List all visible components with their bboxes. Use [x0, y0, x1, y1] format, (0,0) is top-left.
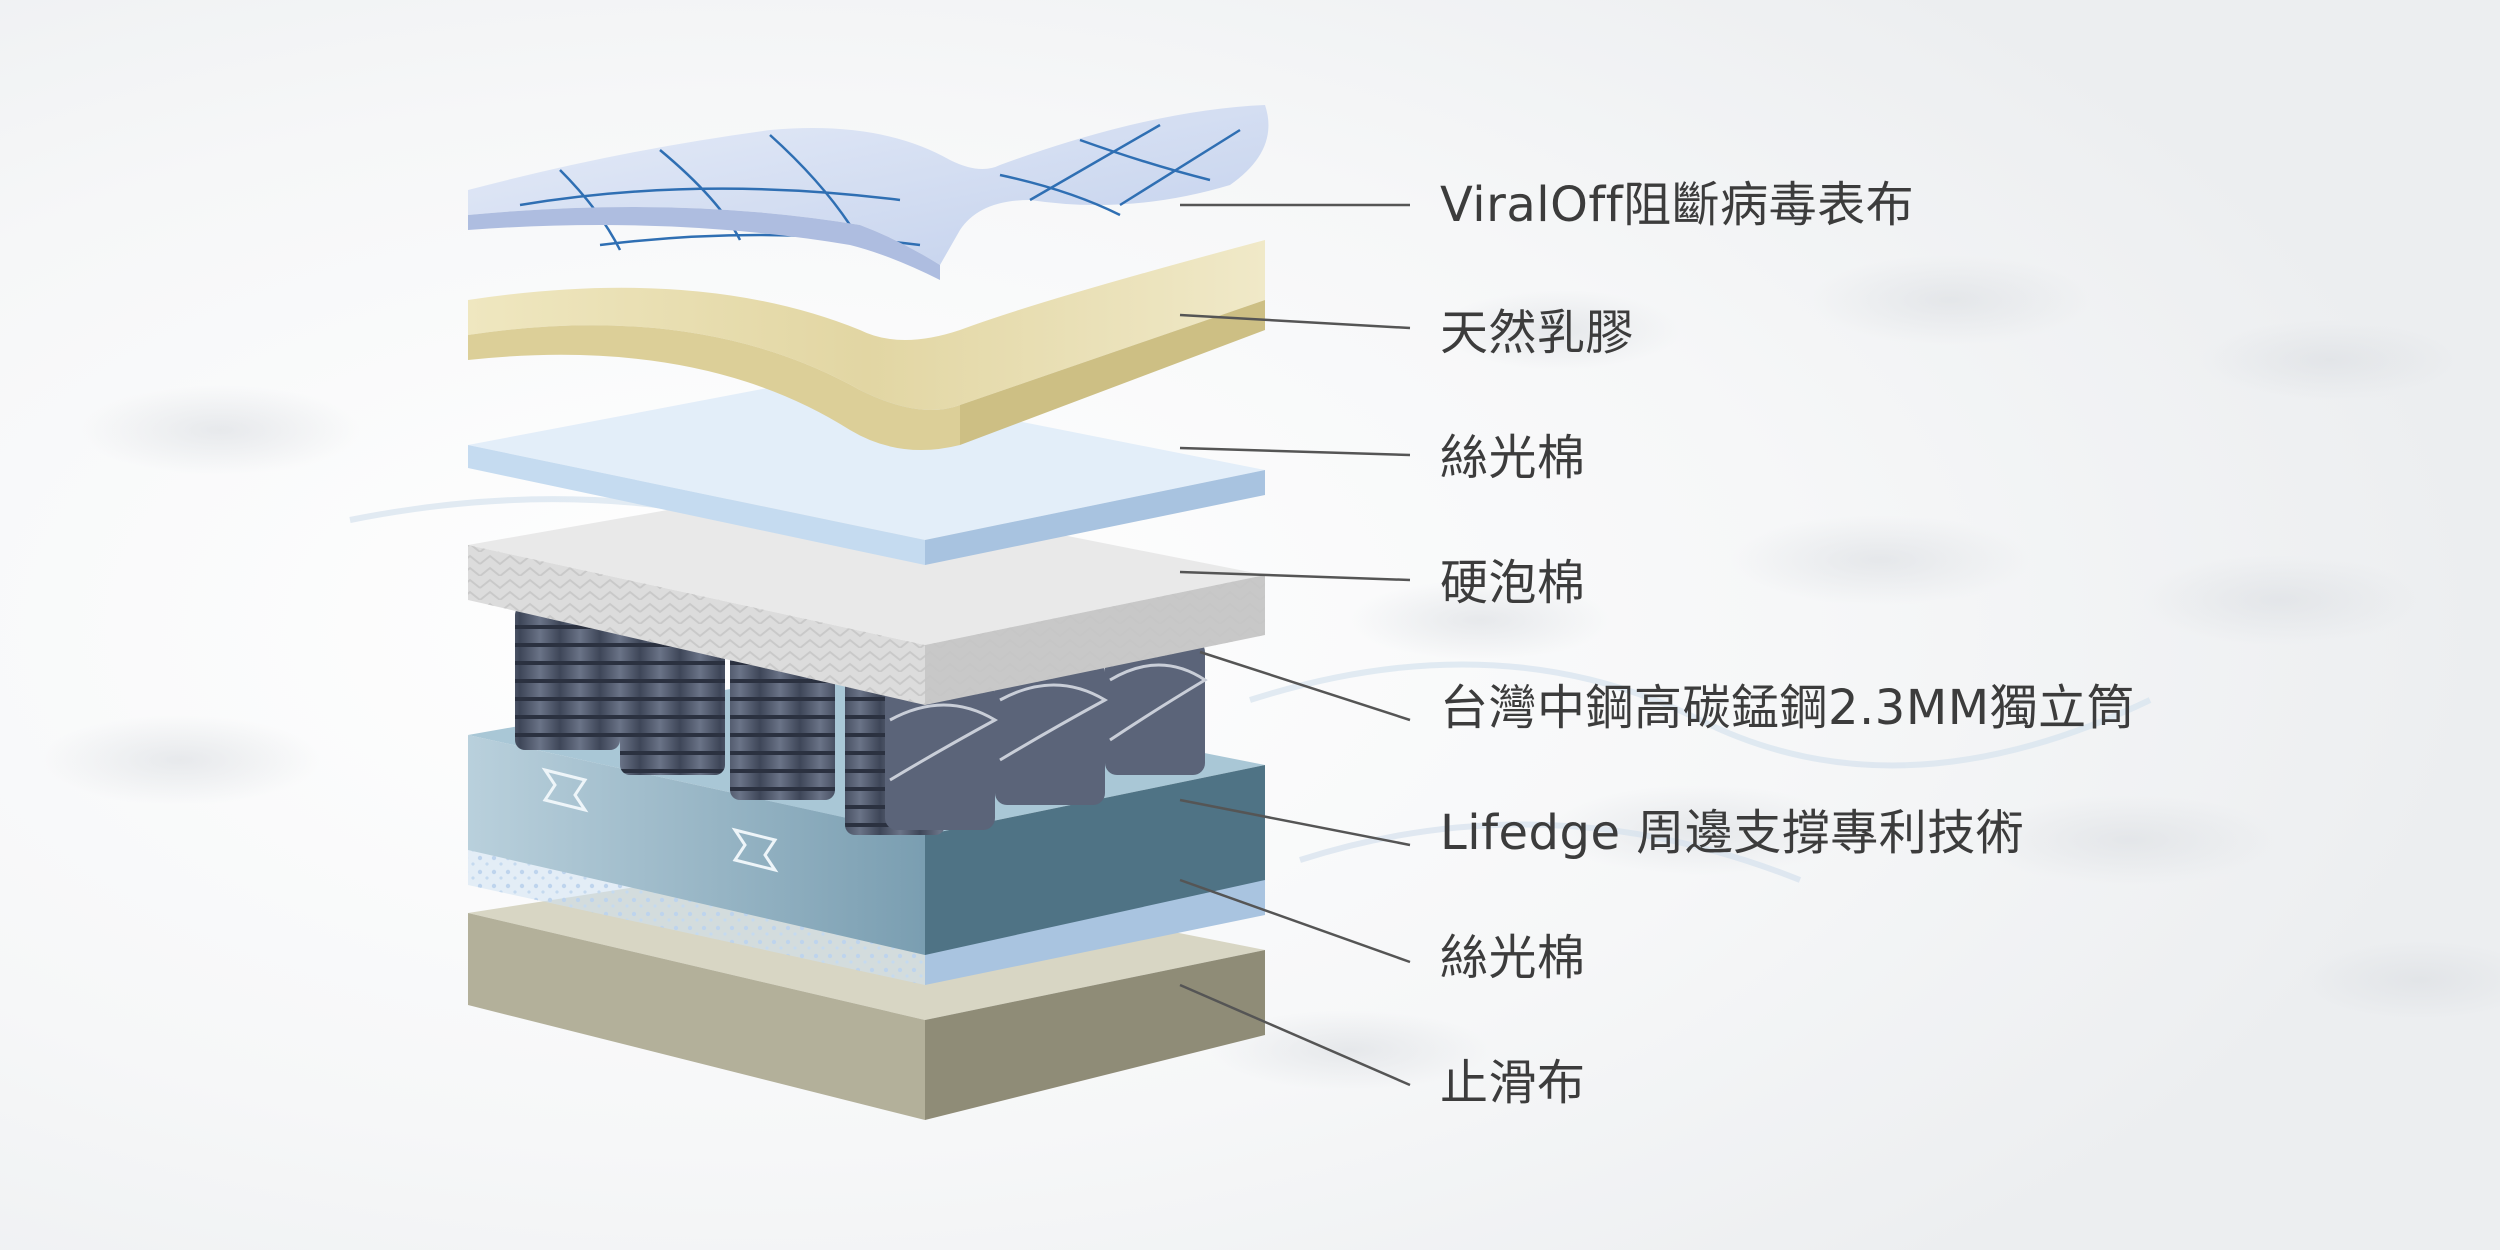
label-non-slip-fabric: 止滑布 [1440, 1055, 1586, 1111]
label-silk-cotton-top: 絲光棉 [1440, 430, 1586, 486]
label-viraloff-fabric: ViralOff阻斷病毒表布 [1440, 177, 1915, 233]
leader-lines [1179, 203, 1411, 1087]
hard-foam-layer [468, 485, 1265, 705]
quilt-tufts [40, 255, 2500, 1090]
edge-support-clip-icon [541, 767, 779, 873]
label-hard-foam: 硬泡棉 [1440, 555, 1586, 611]
leader-line-silk-bottom [1179, 878, 1411, 964]
leader-line-latex [1179, 313, 1411, 330]
label-pocket-springs: 台灣中鋼高碳錳鋼2.3MM獨立筒 [1440, 680, 2136, 736]
label-natural-latex: 天然乳膠 [1440, 305, 1635, 361]
leader-line-lifedge [1179, 798, 1411, 847]
natural-latex-layer [468, 240, 1265, 450]
leader-line-hard-foam [1179, 570, 1411, 582]
leader-line-silk-top [1179, 446, 1411, 457]
viraloff-fabric-layer [468, 105, 1269, 280]
label-lifedge-edge-support: Lifedge 周邊支撐專利技術 [1440, 805, 2025, 861]
silk-cotton-top-layer [468, 380, 1265, 565]
leader-line-springs [1199, 650, 1411, 722]
exposed-coil-springs [885, 640, 1208, 830]
leader-line-non-slip [1179, 983, 1411, 1087]
label-silk-cotton-bottom: 絲光棉 [1440, 930, 1586, 986]
pocket-springs-layer [515, 605, 1208, 835]
